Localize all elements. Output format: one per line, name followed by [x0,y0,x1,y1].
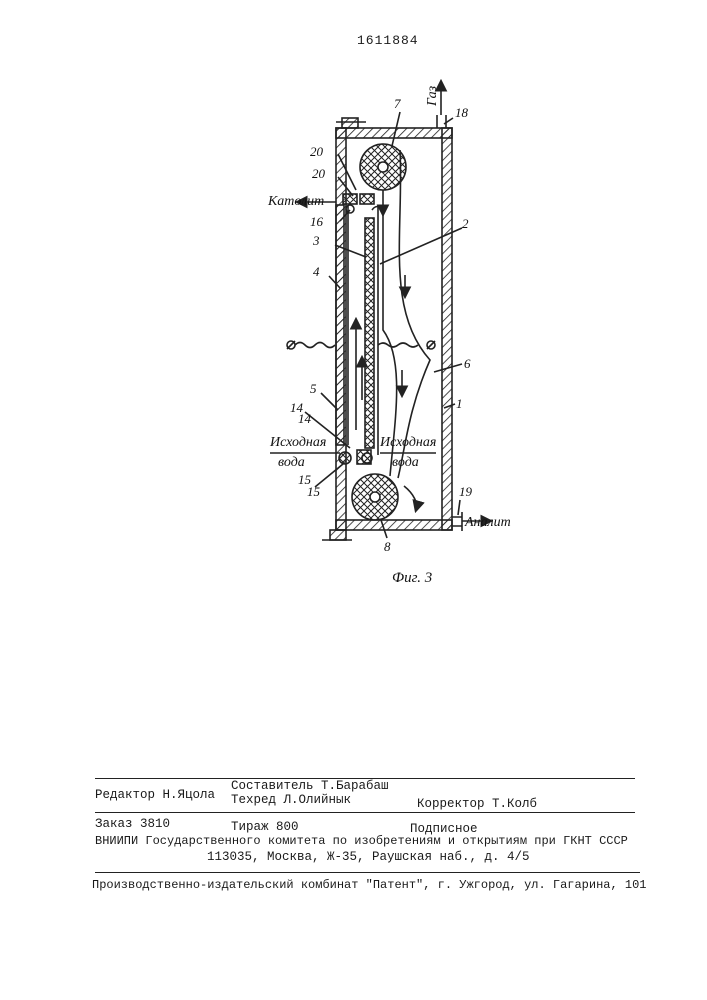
housing-bottom-wall [336,520,452,530]
order: Заказ 3810 [95,817,170,831]
circulation: Тираж 800 [231,820,299,834]
seal-20-left [343,194,357,204]
part-7: 7 [394,96,401,111]
part-5: 5 [310,381,317,396]
flow-arrow-curve-bottom [404,486,417,510]
label-source-water-right-1: Исходная [379,435,436,450]
bottom-flange [330,530,346,540]
part-18: 18 [455,105,469,120]
footer-bottom-rule [95,872,640,873]
seal-15 [339,452,351,464]
part-16: 16 [310,214,324,229]
part-3: 3 [312,233,320,248]
part-20a: 20 [310,144,324,159]
part-20b: 20 [312,166,326,181]
housing-right-wall [442,128,452,530]
editor: Редактор Н.Яцола [95,788,215,802]
diaphragm-3 [365,218,374,448]
anode-belt-6 [398,150,430,478]
address: 113035, Москва, Ж-35, Раушская наб., д. … [207,850,530,864]
publisher: Производственно-издательский комбинат "П… [92,878,647,892]
left-electrical-lead [295,343,335,348]
label-source-water-left-2: вода [278,455,305,470]
part-15b: 15 [307,484,321,499]
right-electrical-lead [378,343,418,347]
part-14b: 14 [298,411,312,426]
part-1: 1 [456,396,463,411]
part-2: 2 [462,216,469,231]
label-gas: Газ [425,85,440,107]
footer-mid-rule [95,812,635,813]
institute: ВНИИПИ Государственного комитета по изоб… [95,834,628,848]
anolyte-outlet-pipe [452,512,462,531]
part-6: 6 [464,356,471,371]
compiler: Составитель Т.Барабаш [231,779,389,793]
part-19: 19 [459,484,473,499]
part-8: 8 [384,539,391,554]
label-catholyte: Католит [267,194,324,209]
techred: Техред Л.Олийнык [231,793,351,807]
seal-20-right [360,194,374,204]
top-flange [342,118,358,128]
label-anolyte: Аналит [464,515,511,530]
corrector: Корректор Т.Колб [417,797,537,811]
part-4: 4 [313,264,320,279]
gas-outlet-pipe [437,115,446,128]
label-source-water-right-2: вода [392,455,419,470]
figure-caption: Фиг. 3 [392,570,432,586]
label-source-water-left-1: Исходная [269,435,326,450]
